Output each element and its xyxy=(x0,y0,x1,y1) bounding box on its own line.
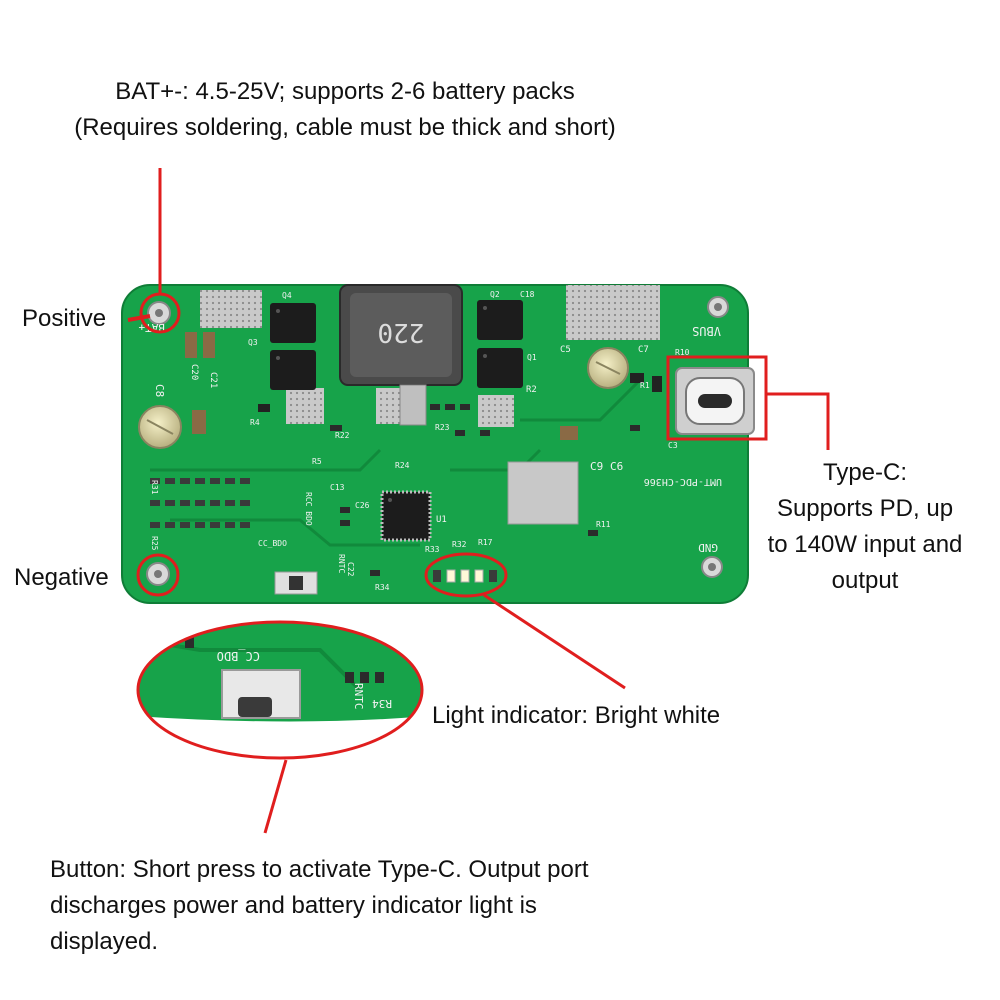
mosfet-q2 xyxy=(477,300,523,340)
u1-label: U1 xyxy=(436,515,447,525)
vbus-label: VBUS xyxy=(692,324,721,338)
r10-label: R10 xyxy=(675,348,690,357)
c20-label: C20 xyxy=(189,364,199,380)
q3-label: Q3 xyxy=(248,338,258,347)
indicator-leds xyxy=(433,569,497,583)
mosfet-q3 xyxy=(270,350,316,390)
q4-label: Q4 xyxy=(282,291,292,300)
negative-marker xyxy=(136,553,180,597)
annotation-markers xyxy=(136,168,830,834)
zoom-rntc-label: RNTC xyxy=(352,683,365,710)
button-leader-line xyxy=(263,759,288,834)
zoom-switch-button xyxy=(238,697,272,717)
r4-label: R4 xyxy=(250,418,260,427)
tactile-switch xyxy=(274,571,318,595)
zoom-inset: CC_BDO RNTC R34 xyxy=(136,620,424,760)
r5-label: R5 xyxy=(312,457,322,466)
rntc-label: RNTC xyxy=(337,554,346,573)
typec-leader-line xyxy=(766,392,830,450)
cc-bdo-label: CC_BDO xyxy=(258,539,287,548)
silkscreen-labels: UMT-PDC-CH366 VBUS GND BAT+ Q4 Q2 Q1 Q3 … xyxy=(138,290,722,592)
r11-label: R11 xyxy=(596,520,611,529)
inductor: 220 xyxy=(339,284,463,426)
light-indicator-annotation: Light indicator: Bright white xyxy=(432,702,721,729)
zoom-r34-label: R34 xyxy=(372,697,392,710)
c26-label: C26 xyxy=(355,501,370,510)
mounting-hole-top-right xyxy=(707,296,729,318)
c5-label: C5 xyxy=(560,345,571,355)
usb-typec-port xyxy=(675,367,755,435)
positive-wire xyxy=(127,314,151,322)
battery-annotation-line-1: BAT+-: 4.5-25V; supports 2-6 battery pac… xyxy=(115,78,575,105)
capacitor-c8 xyxy=(138,405,182,449)
led-leader-line xyxy=(483,593,626,690)
pad-grid-2 xyxy=(376,388,400,424)
button-annotation-line-1: Button: Short press to activate Type-C. … xyxy=(50,856,589,883)
r24-label: R24 xyxy=(395,461,410,470)
typec-marker xyxy=(666,355,768,441)
c21-label: C21 xyxy=(208,372,218,388)
negative-label: Negative xyxy=(14,564,109,591)
mosfet-q1 xyxy=(477,348,523,388)
c9-label: C9 xyxy=(590,460,603,473)
heat-pad xyxy=(507,461,579,525)
controller-ic-u1 xyxy=(380,490,432,542)
rcc-label: RCC BDO xyxy=(304,492,313,526)
mounting-hole-bottom-right xyxy=(701,556,723,578)
r33-label: R33 xyxy=(425,545,440,554)
r31-label: R31 xyxy=(150,480,159,495)
r23-label: R23 xyxy=(435,423,450,432)
gnd-label: GND xyxy=(698,541,718,554)
inductor-marking: 220 xyxy=(378,317,425,347)
typec-annotation-line-1: Type-C: xyxy=(822,459,908,486)
board-model-label: UMT-PDC-CH366 xyxy=(644,476,722,487)
button-annotation-line-3: displayed. xyxy=(50,928,159,955)
button-annotation-line-2: discharges power and battery indicator l… xyxy=(50,892,537,919)
resistor-array xyxy=(150,478,250,528)
battery-input-annotation: BAT+-: 4.5-25V; supports 2-6 battery pac… xyxy=(0,74,690,146)
battery-positive-pad xyxy=(147,301,171,325)
q2-label: Q2 xyxy=(490,290,500,299)
c18-label: C18 xyxy=(520,290,535,299)
r2-label: R2 xyxy=(526,385,537,395)
typec-annotation: Type-C: Supports PD, up to 140W input an… xyxy=(740,455,990,599)
typec-annotation-line-4: output xyxy=(831,567,899,594)
mosfet-q4 xyxy=(270,303,316,343)
capacitor-c5 xyxy=(587,347,629,389)
q1-label: Q1 xyxy=(527,353,537,362)
solder-pad-right xyxy=(566,285,660,340)
positive-label: Positive xyxy=(22,305,107,332)
c13-label: C13 xyxy=(330,483,345,492)
r32-label: R32 xyxy=(452,540,467,549)
typec-annotation-line-2: Supports PD, up xyxy=(776,495,954,522)
c22-label: C22 xyxy=(346,562,355,577)
pcb-board: 220 xyxy=(121,284,755,604)
c6-label: C6 xyxy=(610,460,623,473)
r25-label: R25 xyxy=(150,536,159,551)
solder-pad-left xyxy=(200,290,262,328)
r1-label: R1 xyxy=(640,381,650,390)
smd-components xyxy=(185,332,662,576)
zoom-pcb xyxy=(138,622,422,722)
typec-annotation-line-3: to 140W input and xyxy=(767,531,963,558)
c8-label: C8 xyxy=(153,384,166,397)
led-marker xyxy=(424,552,508,598)
c3-label: C3 xyxy=(668,441,678,450)
zoom-cc-bdo-label: CC_BDO xyxy=(217,649,260,663)
button-annotation: Button: Short press to activate Type-C. … xyxy=(50,852,950,960)
pad-grid-3 xyxy=(478,395,514,427)
positive-marker xyxy=(139,292,181,334)
r22-label: R22 xyxy=(335,431,350,440)
r17-label: R17 xyxy=(478,538,493,547)
pcb-traces xyxy=(150,378,642,547)
battery-negative-pad xyxy=(146,562,170,586)
battery-annotation-line-2: (Requires soldering, cable must be thick… xyxy=(74,114,616,141)
c7-label: C7 xyxy=(638,345,649,355)
r34-label: R34 xyxy=(375,583,390,592)
pad-grid-1 xyxy=(286,388,324,424)
zoom-inset-outline xyxy=(136,620,424,760)
